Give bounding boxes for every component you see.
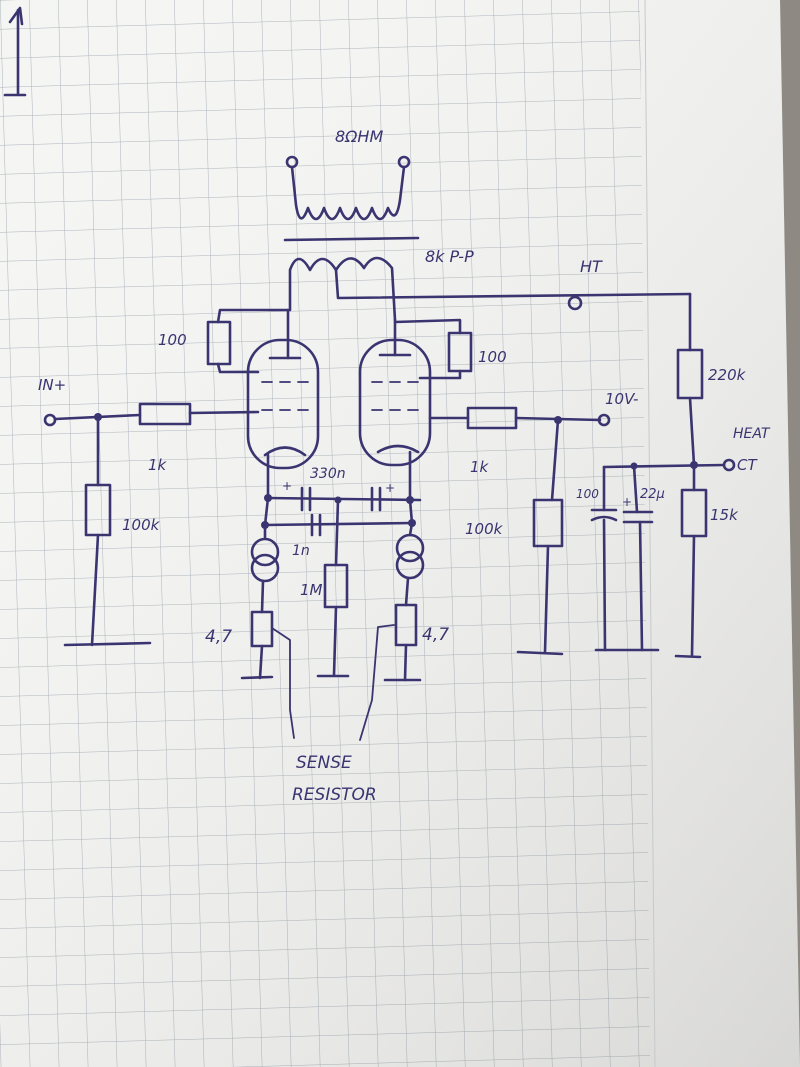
svg-text:+: + [282, 479, 292, 493]
right-series-label: 1k [470, 458, 490, 476]
heat-cap-small-label: 100 [576, 487, 599, 501]
speaker-winding [283, 155, 420, 242]
ht-divider-top-label: 220k [708, 366, 747, 384]
sense-pointer-lines [271, 624, 395, 741]
ht-label: HT [580, 257, 603, 276]
right-shunt-label: 100k [465, 520, 504, 538]
sense-left-label: 4,7 [205, 627, 232, 647]
output-transformer-primary [288, 256, 692, 322]
grid-stop-right-label: 100 [478, 348, 507, 366]
input-shunt-resistor [63, 415, 152, 647]
partial-sketch-top-left [3, 6, 27, 97]
ht-divider-bottom-label: 15k [710, 506, 739, 524]
input-label: IN+ [38, 376, 66, 394]
input-series-label: 1k [148, 456, 168, 474]
current-source-right [383, 521, 425, 682]
grid-stop-resistor-right [393, 318, 473, 380]
sense-note-line2: RESISTOR [292, 785, 377, 805]
right-input-network [428, 406, 611, 656]
tube-right [358, 318, 432, 502]
grid-stop-left-label: 100 [158, 331, 187, 349]
svg-text:+: + [385, 481, 395, 495]
cathode-cap-label: 1n [292, 543, 310, 559]
coupling-cap-label: 330n [310, 466, 346, 482]
input-shunt-label: 100k [122, 516, 161, 534]
input-series-resistor [138, 402, 260, 426]
svg-text:+: + [622, 495, 632, 509]
bias-resistor-label: 1M [300, 581, 323, 599]
paper-margin-line [644, 0, 656, 1067]
heat-label: HEAT [733, 426, 771, 442]
current-source-left [240, 523, 280, 680]
grid-stop-resistor-left [206, 308, 290, 374]
output-transformer-label: 8k P-P [425, 247, 474, 266]
sense-right-label: 4,7 [422, 625, 449, 645]
heater-ct-network: + [590, 292, 736, 659]
tube-left [246, 308, 320, 500]
sense-note-line1: SENSE [296, 753, 352, 773]
ht-terminal [567, 295, 583, 311]
speaker-impedance-label: 8ΩHM [335, 127, 383, 146]
cathode-network: + + [261, 479, 422, 678]
heat-cap-large-label: 22µ [640, 487, 665, 502]
bias-input-label: 10V- [605, 390, 638, 408]
ct-label: CT [737, 456, 758, 474]
